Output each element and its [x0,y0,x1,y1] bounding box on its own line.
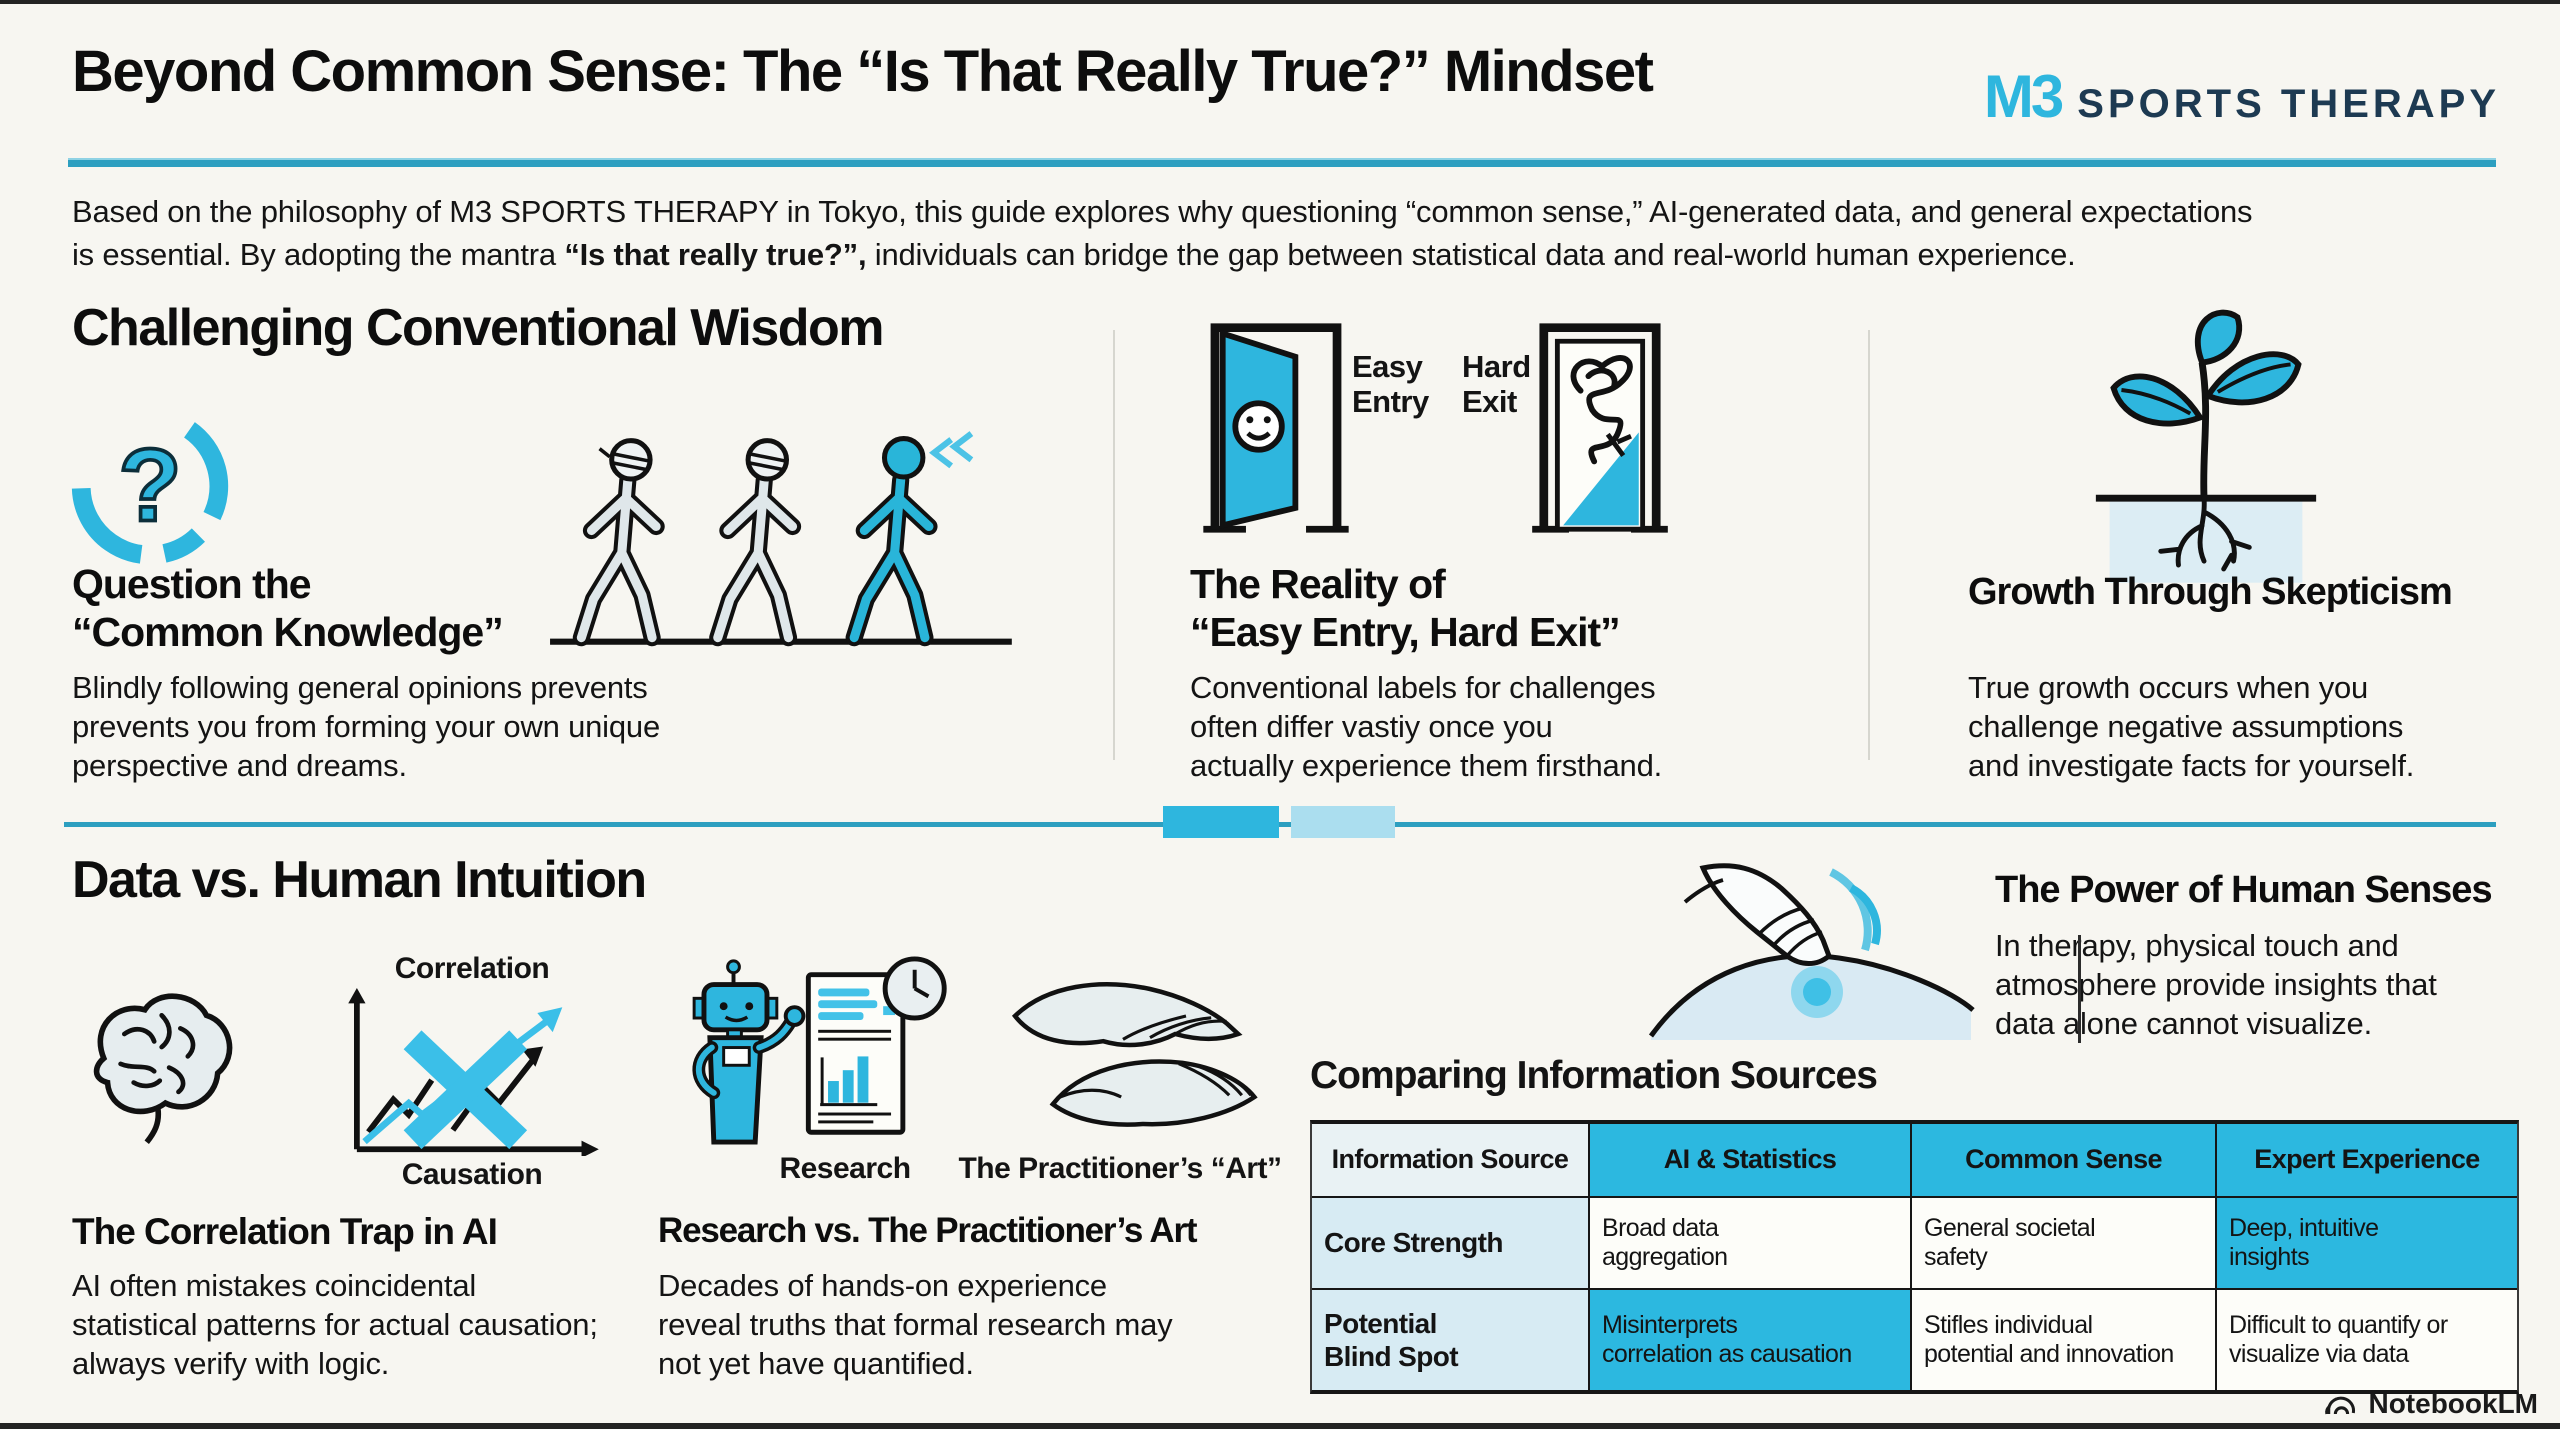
column-divider [1113,330,1115,760]
table-cell: Stifles individual potential and innovat… [1912,1290,2217,1390]
card3-title: Growth Through Skepticism [1968,571,2453,613]
card1-title: Question the “Common Knowledge” [72,561,504,656]
massage-touch-icon [1645,862,1975,1042]
question-circle-icon: ? [64,388,236,578]
cardB-body: Decades of hands-on experience reveal tr… [658,1268,1173,1382]
page-title: Beyond Common Sense: The “Is That Really… [72,39,1654,104]
section2-heading: Data vs. Human Intuition [72,851,647,909]
stray-vertical-line [2078,935,2081,1043]
comparison-table: Information Source AI & Statistics Commo… [1310,1120,2519,1394]
table-heading: Comparing Information Sources [1310,1054,1878,1097]
table-cell-highlight: Misinterprets correlation as causation [1590,1290,1912,1390]
table-row-label: Core Strength [1312,1198,1590,1290]
table-header-ai-statistics: AI & Statistics [1590,1124,1912,1198]
walking-figures-icon [545,400,1030,655]
brand-logo: M3 SPORTS THERAPY [1984,62,2500,131]
practitioner-hands-icon [995,962,1287,1142]
cardB-title: Research vs. The Practitioner’s Art [658,1211,1198,1250]
door-label-easy: Easy Entry [1352,349,1429,419]
notebooklm-label: NotebookLM [2368,1388,2538,1419]
divider-segment-dark [1163,806,1279,838]
table-cell-highlight: Deep, intuitive insights [2217,1198,2517,1290]
notebooklm-watermark: NotebookLM [2324,1388,2538,1420]
title-divider [68,160,2496,167]
brain-icon [68,978,246,1146]
card2-title: The Reality of “Easy Entry, Hard Exit” [1190,561,1621,656]
table-header-common-sense: Common Sense [1912,1124,2217,1198]
intro-text-pre: Based on the philosophy of M3 SPORTS THE… [72,194,2253,273]
correlation-label: Correlation [394,952,550,985]
table-cell: Broad data aggregation [1590,1198,1912,1290]
cardA-title: The Correlation Trap in AI [72,1211,498,1252]
cardC-body: In therapy, physical touch and atmospher… [1995,928,2437,1042]
research-label: Research [779,1152,911,1185]
table-cell: General societal safety [1912,1198,2217,1290]
card1-body: Blindly following general opinions preve… [72,670,660,784]
cardA-body: AI often mistakes coincidental statistic… [72,1268,598,1382]
top-edge-line [0,0,2560,4]
robot-research-icon [680,955,980,1147]
table-header-expert-experience: Expert Experience [2217,1124,2517,1198]
brand-m3-mark: M3 [1983,63,2064,130]
door-label-hard: Hard Exit [1462,349,1531,419]
cardC-title: The Power of Human Senses [1995,869,2493,911]
door-easy-entry-icon [1202,318,1350,536]
section-divider-line [64,822,2496,827]
table-cell: Difficult to quantify or visualize via d… [2217,1290,2517,1390]
column-divider [1868,330,1870,760]
table-header-information-source: Information Source [1312,1124,1590,1198]
sprout-roots-icon [2088,300,2324,598]
card2-body: Conventional labels for challenges often… [1190,670,1663,784]
divider-segment-light [1291,806,1395,838]
door-hard-exit-icon [1532,318,1668,536]
table-row-label: Potential Blind Spot [1312,1290,1590,1390]
card3-body: True growth occurs when you challenge ne… [1968,670,2415,784]
section1-heading: Challenging Conventional Wisdom [72,299,885,357]
causation-label: Causation [401,1158,543,1191]
correlation-causation-chart-icon [330,988,618,1156]
intro-text-post: individuals can bridge the gap between s… [866,237,2076,273]
intro-paragraph: Based on the philosophy of M3 SPORTS THE… [72,190,2512,277]
intro-mantra-bold: “Is that really true?”, [564,237,867,273]
svg-text:?: ? [118,428,181,543]
practitioner-art-label: The Practitioner’s “Art” [958,1152,1282,1185]
notebooklm-logo-icon [2324,1391,2358,1418]
brand-name-text: SPORTS THERAPY [2077,82,2500,126]
bottom-edge-line [0,1423,2560,1429]
